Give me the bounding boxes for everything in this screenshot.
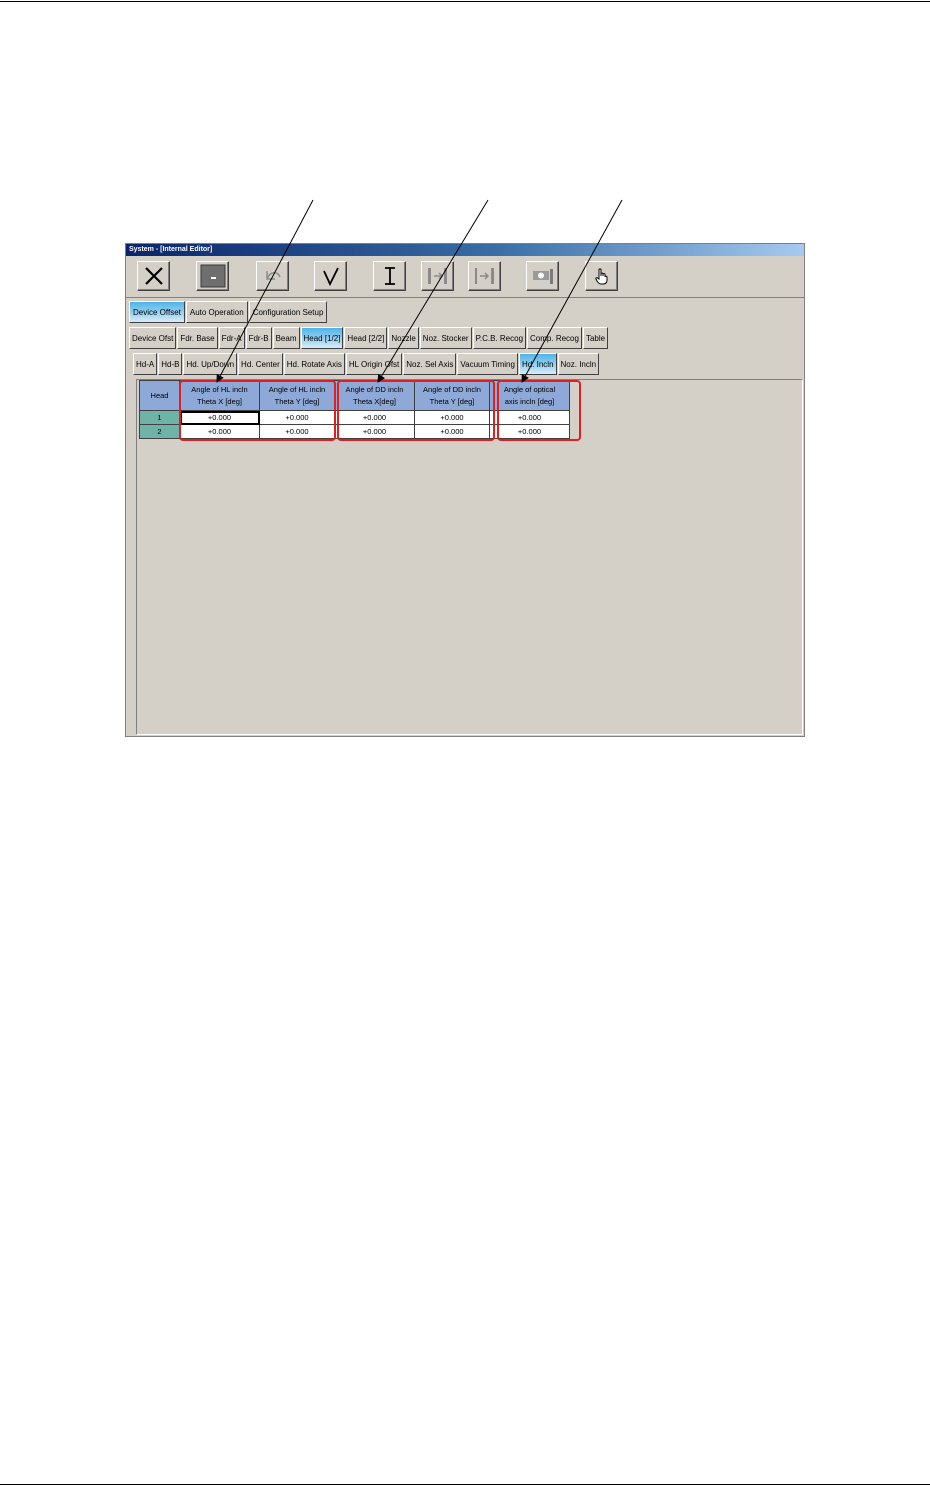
tab-l2-1[interactable]: Fdr. Base	[177, 327, 218, 349]
grid-cell[interactable]: +0.000	[414, 424, 490, 439]
table-row: 1 +0.000 +0.000 +0.000 +0.000 +0.000	[139, 410, 570, 425]
tab-l2-3[interactable]: Fdr-B	[245, 327, 272, 349]
hand-pointer-button[interactable]	[585, 261, 618, 291]
tab-l2-2[interactable]: Fdr-A	[218, 327, 245, 349]
tab-l2-11[interactable]: Table	[582, 327, 609, 349]
move-to-end-button[interactable]	[421, 261, 454, 291]
grid-cell[interactable]: +0.000	[179, 410, 260, 425]
tab-l3-4[interactable]: Hd. Rotate Axis	[283, 353, 345, 375]
tab-l1-2[interactable]: Configuration Setup	[248, 301, 328, 323]
tab-l1-0[interactable]: Device Offset	[129, 301, 185, 323]
undo-button[interactable]	[256, 261, 289, 291]
tab-l2-5[interactable]: Head [1/2]	[300, 327, 344, 349]
grid-cell[interactable]: +0.000	[489, 410, 570, 425]
tab-l2-6[interactable]: Head [2/2]	[344, 327, 388, 349]
grid-cell[interactable]: +0.000	[259, 410, 335, 425]
move-to-end-icon	[427, 268, 447, 284]
grid-cell[interactable]: +0.000	[259, 424, 335, 439]
tab-l3-1[interactable]: Hd-B	[158, 353, 183, 375]
table-row: 2 +0.000 +0.000 +0.000 +0.000 +0.000	[139, 424, 570, 439]
window-title: System - [Internal Editor]	[126, 244, 804, 256]
grid-cell[interactable]: +0.000	[334, 410, 415, 425]
sensor-button[interactable]	[526, 261, 559, 291]
tab-l2-7[interactable]: Nozzle	[388, 327, 419, 349]
grid-cell[interactable]: +0.000	[414, 410, 490, 425]
undo-icon	[265, 271, 281, 280]
confirm-button[interactable]	[314, 261, 347, 291]
page-top-rule	[0, 1, 930, 2]
tab-l3-7[interactable]: Vacuum Timing	[457, 353, 518, 375]
jump-to-end-button[interactable]	[468, 261, 501, 291]
text-cursor-button[interactable]	[373, 261, 406, 291]
page-bottom-rule	[0, 1484, 930, 1485]
text-cursor-icon	[384, 267, 395, 285]
row-head-number: 1	[139, 410, 180, 425]
check-icon	[322, 267, 339, 287]
tab-l3-0[interactable]: Hd-A	[133, 353, 158, 375]
internal-editor-window: System - [Internal Editor] Device Off	[125, 243, 805, 737]
grid-head-column-header: Head	[139, 380, 180, 411]
tab-l2-9[interactable]: P.C.B. Recog	[472, 327, 527, 349]
close-x-icon	[144, 267, 163, 285]
sensor-icon	[532, 269, 553, 284]
jump-to-end-icon	[474, 268, 494, 284]
minus-button[interactable]	[196, 261, 229, 291]
hand-pointer-icon	[594, 268, 607, 285]
tab-l2-8[interactable]: Noz. Stocker	[419, 327, 472, 349]
tab-l2-10[interactable]: Comp. Recog	[527, 327, 582, 349]
grid-cell[interactable]: +0.000	[179, 424, 260, 439]
toolbar	[126, 257, 804, 298]
tab-l2-4[interactable]: Beam	[272, 327, 300, 349]
tab-l3-2[interactable]: Hd. Up/Down	[183, 353, 238, 375]
grid-cell[interactable]: +0.000	[489, 424, 570, 439]
tab-l3-3[interactable]: Hd. Center	[238, 353, 283, 375]
row-head-number: 2	[139, 424, 180, 439]
tab-l1-1[interactable]: Auto Operation	[185, 301, 248, 323]
tab-l3-6[interactable]: Noz. Sel Axis	[403, 353, 457, 375]
tab-l2-0[interactable]: Device Ofst	[129, 327, 177, 349]
close-button[interactable]	[137, 261, 170, 291]
tab-l3-9[interactable]: Noz. Incln	[557, 353, 600, 375]
grid-cell[interactable]: +0.000	[334, 424, 415, 439]
tab-l3-8[interactable]: Hd. Incln	[518, 353, 557, 375]
tab-l3-5[interactable]: HL Origin Ofst	[345, 353, 403, 375]
minus-box-icon	[200, 264, 225, 288]
